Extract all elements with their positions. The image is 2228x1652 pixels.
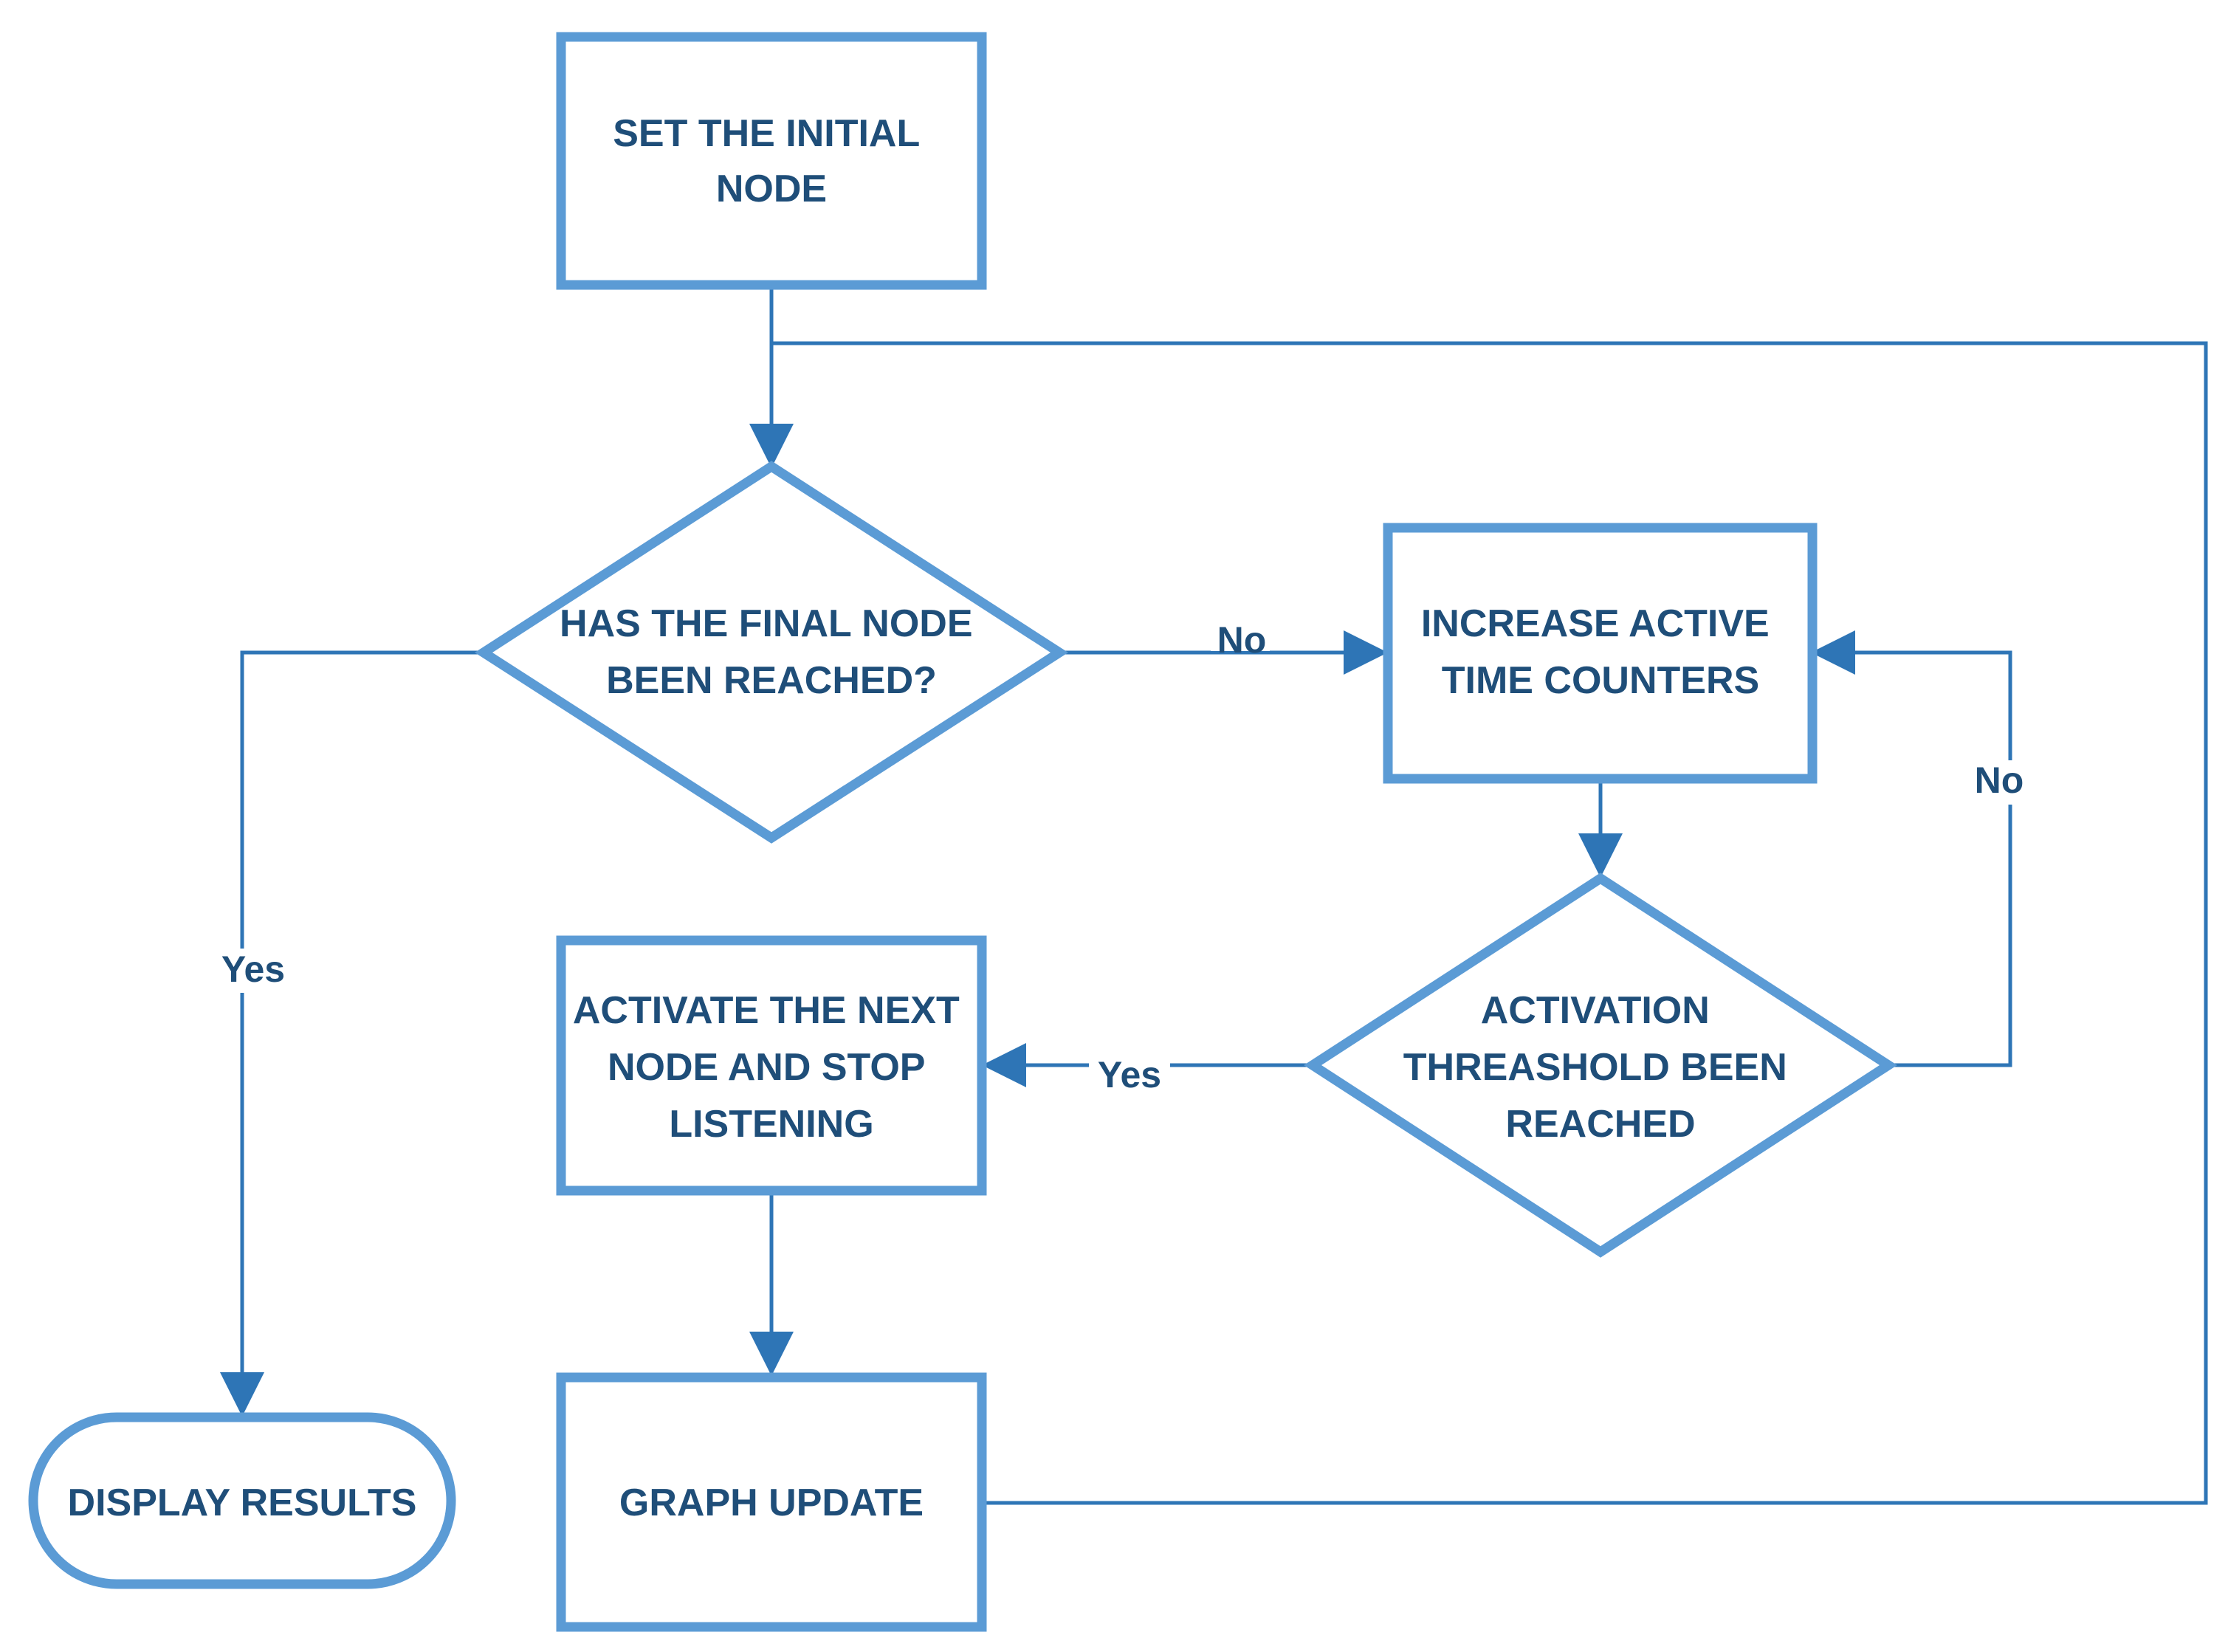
node-set-initial-line-1: SET THE INITIAL [613,112,919,155]
node-final-decision-line-1: HAS THE FINAL NODE [560,602,973,645]
edge-graph-update-to-final-decision [771,341,2208,1505]
nodes: SET THE INITIAL NODE HAS THE FINAL NODE … [28,32,1897,1632]
edge-label-threshold-yes: Yes [1098,1054,1161,1095]
svg-text:INCREASE ACTIVE TIME C: INCREASE ACTIVE TIME COUNTERS [1421,602,1780,702]
node-activate-next-line-3: LISTENING [669,1103,873,1146]
node-display-results-line-1: DISPLAY RESULTS [68,1481,417,1524]
node-activate-next: ACTIVATE THE NEXT NODE AND STOP LISTENIN… [556,935,987,1196]
node-activate-next-line-2: NODE AND STOP [608,1046,925,1089]
svg-text:DISPLAY RESULTS: DISPLAY RESULTS [68,1481,417,1524]
edge-label-final-yes: Yes [221,949,285,990]
node-increase-counters: INCREASE ACTIVE TIME COUNTERS [1383,523,1818,784]
edge-label-final-no: No [1217,619,1267,661]
node-threshold-decision-line-3: REACHED [1505,1103,1695,1146]
node-activate-next-line-1: ACTIVATE THE NEXT [573,989,960,1032]
node-set-initial-line-2: NODE [716,168,827,210]
node-final-decision-line-2: BEEN REACHED? [606,659,937,702]
edge-threshold-decision-to-increase-counters [1811,630,2012,1067]
node-graph-update-line-1: GRAPH UPDATE [619,1481,924,1524]
svg-text:HAS THE FINAL NODE BEE: HAS THE FINAL NODE BEEN REACHED? [560,602,983,702]
edge-label-threshold-no: No [1975,760,2024,801]
svg-text:GRAPH UPDATE: GRAPH UPDATE [619,1481,924,1524]
svg-text:SET THE INITIAL NODE: SET THE INITIAL NODE [613,112,930,210]
node-threshold-decision-line-1: ACTIVATION [1481,989,1710,1032]
node-increase-counters-line-1: INCREASE ACTIVE [1421,602,1770,645]
node-set-initial: SET THE INITIAL NODE [556,32,987,290]
edge-labels: No Yes No Yes [210,619,2043,1095]
node-display-results: DISPLAY RESULTS [28,1412,456,1589]
node-final-decision: HAS THE FINAL NODE BEEN REACHED? [475,461,1068,844]
node-threshold-decision-line-2: THREASHOLD BEEN [1403,1046,1787,1089]
svg-text:ACTIVATION THREASHOLD: ACTIVATION THREASHOLD BEEN REACHED [1403,989,1798,1146]
node-increase-counters-line-2: TIME COUNTERS [1442,659,1759,702]
node-graph-update: GRAPH UPDATE [556,1372,987,1632]
svg-text:ACTIVATE THE NEXT NODE: ACTIVATE THE NEXT NODE AND STOP LISTENIN… [573,989,970,1146]
edge-final-decision-to-display-results [220,650,484,1417]
edges [220,285,2208,1505]
node-threshold-decision: ACTIVATION THREASHOLD BEEN REACHED [1304,873,1897,1258]
